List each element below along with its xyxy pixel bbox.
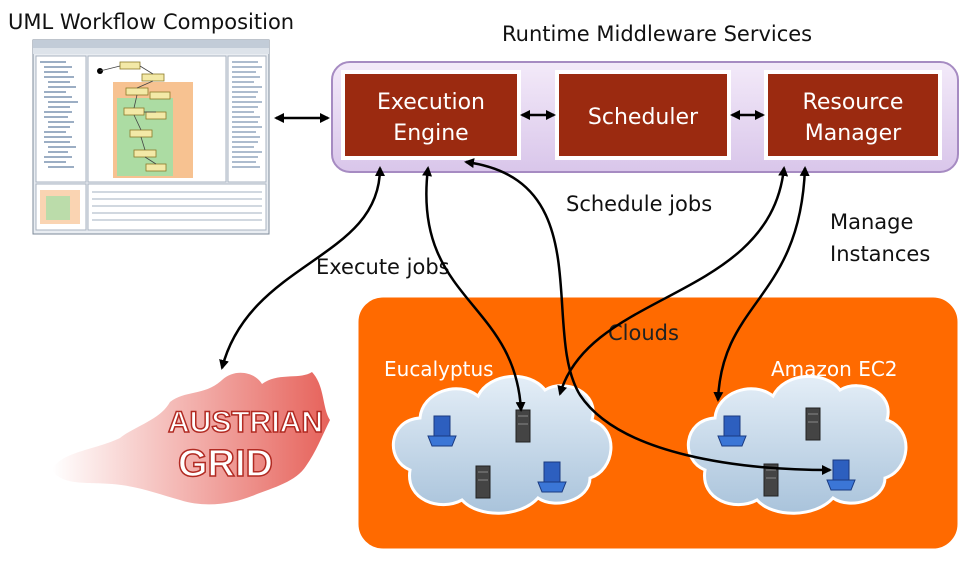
grid-logo-line2: GRID [178, 443, 273, 485]
manage-label: Manage [830, 210, 914, 234]
execution-engine-line2: Engine [393, 121, 468, 146]
execute-jobs-grid-arrow [219, 166, 385, 370]
resource-manager-line2: Manager [805, 121, 902, 146]
scheduler-box: Scheduler [555, 70, 731, 160]
resource-manager-box: Resource Manager [764, 70, 942, 160]
workstation-icon [427, 415, 457, 447]
execution-engine-box: Execution Engine [341, 70, 521, 160]
server-icon [475, 465, 491, 499]
scheduler-label: Scheduler [588, 105, 699, 130]
eucalyptus-label: Eucalyptus [384, 357, 494, 381]
resource-manager-line1: Resource [803, 90, 904, 115]
middleware-title: Runtime Middleware Services [502, 22, 813, 46]
amazon-ec2-label: Amazon EC2 [771, 357, 898, 381]
server-icon [515, 409, 531, 443]
uml-editor-screenshot [32, 39, 270, 235]
execute-jobs-amazon-arrow [464, 158, 832, 475]
server-icon [805, 407, 821, 441]
execution-engine-line1: Execution [377, 90, 485, 115]
workstation-icon [826, 459, 856, 491]
austrian-grid-logo: AUSTRIAN GRID [52, 372, 330, 505]
grid-logo-line1: AUSTRIAN [168, 406, 323, 439]
uml-workflow-title: UML Workflow Composition [8, 10, 295, 34]
instances-label: Instances [830, 242, 931, 266]
